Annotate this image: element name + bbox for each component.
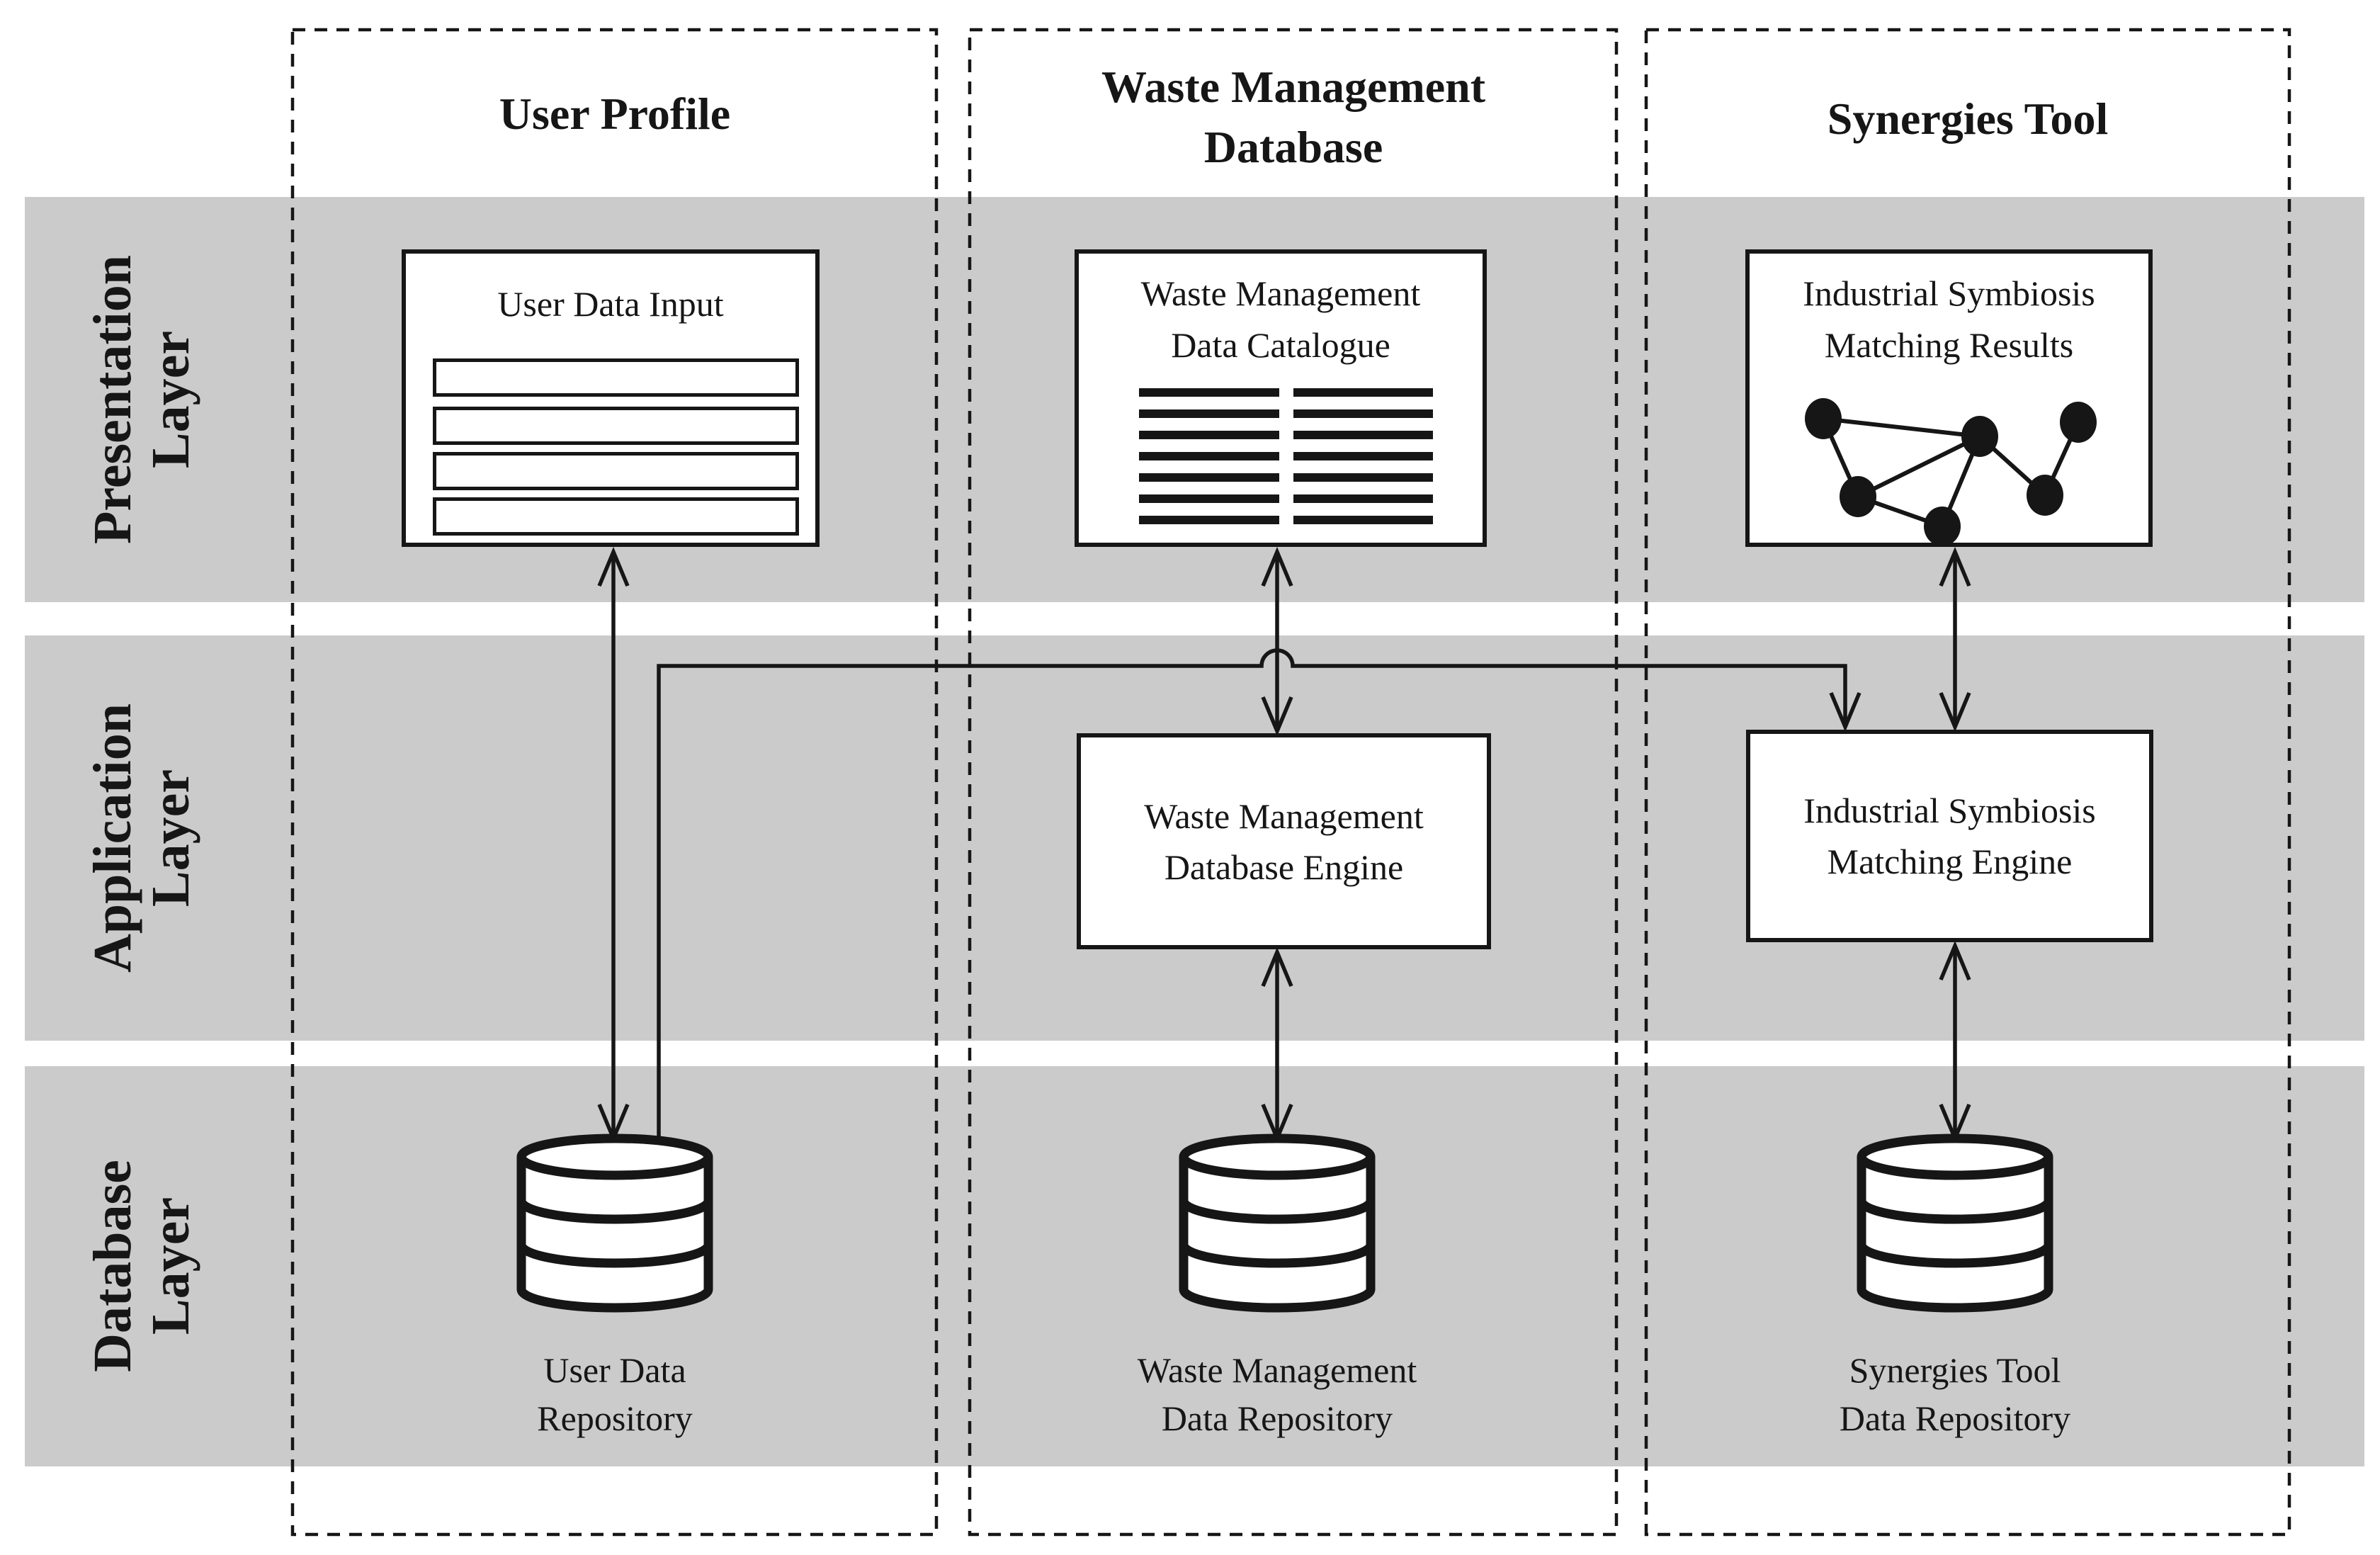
arrow-results-matching-engine	[1939, 546, 1971, 733]
input-field-bar	[433, 452, 799, 490]
repo-label-line: Synergies Tool	[1849, 1350, 2061, 1390]
box-title-line: Industrial Symbiosis	[1803, 791, 2096, 830]
wm-data-repository-label: Waste Management Data Repository	[1138, 1346, 1417, 1442]
repo-label-line: User Data	[543, 1350, 686, 1390]
user-repo-cylinder-icon	[516, 1133, 713, 1313]
arrow-matching-engine-repository	[1939, 940, 1971, 1144]
repo-label-line: Data Repository	[1839, 1398, 2071, 1438]
input-field-bar	[433, 358, 799, 397]
column-title-text: Waste Management	[1101, 62, 1486, 112]
arrow-user-input-repository	[597, 546, 630, 1144]
wm-repo-cylinder-icon	[1179, 1133, 1376, 1313]
layer-label-line: Application	[83, 703, 142, 973]
application-layer-label: Application Layer	[83, 703, 200, 973]
column-title-synergies-tool: Synergies Tool	[1828, 89, 2109, 149]
wm-data-catalogue-box: Waste Management Data Catalogue	[1075, 249, 1487, 547]
is-matching-engine-box: Industrial Symbiosis Matching Engine	[1746, 730, 2153, 942]
column-title-text: User Profile	[499, 89, 731, 139]
box-title-line: Database Engine	[1164, 847, 1404, 887]
box-title-line: Waste Management	[1144, 796, 1424, 836]
layer-label-line: Layer	[141, 330, 200, 469]
box-title-line: Matching Results	[1824, 325, 2074, 365]
layer-label-line: Presentation	[83, 254, 142, 545]
input-field-bar	[433, 407, 799, 445]
catalogue-lines-icon	[1293, 388, 1433, 524]
input-field-bar	[433, 497, 799, 536]
repo-label-line: Waste Management	[1137, 1350, 1417, 1390]
wm-data-catalogue-title: Waste Management Data Catalogue	[1079, 268, 1483, 371]
user-data-input-title: User Data Input	[497, 284, 724, 324]
is-matching-results-title: Industrial Symbiosis Matching Results	[1750, 268, 2148, 371]
is-matching-results-box: Industrial Symbiosis Matching Results	[1745, 249, 2153, 547]
user-data-repository-label: User Data Repository	[537, 1346, 692, 1442]
user-profile-column-border	[290, 28, 939, 1537]
database-layer-label: Database Layer	[83, 1160, 200, 1372]
layer-label-line: Database	[83, 1160, 142, 1372]
user-data-input-box: User Data Input	[402, 249, 820, 547]
wm-database-engine-box: Waste Management Database Engine	[1077, 733, 1491, 949]
network-graph-icon	[1805, 398, 2097, 546]
column-title-text: Database	[1203, 122, 1383, 172]
box-title-line: Waste Management	[1140, 273, 1421, 313]
column-title-user-profile: User Profile	[499, 84, 730, 144]
presentation-layer-label: Presentation Layer	[83, 254, 200, 545]
repo-label-line: Repository	[537, 1398, 693, 1438]
box-title-line: Matching Engine	[1827, 842, 2073, 881]
arrow-database-engine-repository	[1261, 946, 1293, 1144]
layer-label-line: Layer	[141, 769, 200, 907]
arrow-catalogue-database-engine	[1261, 546, 1293, 737]
column-title-text: Synergies Tool	[1827, 94, 2109, 144]
catalogue-lines-icon	[1139, 388, 1279, 524]
column-title-waste-management-database: Waste Management Database	[1101, 57, 1485, 177]
box-title-line: Data Catalogue	[1171, 325, 1390, 365]
box-title-line: Industrial Symbiosis	[1803, 273, 2095, 313]
repo-label-line: Data Repository	[1161, 1398, 1393, 1438]
synergies-repo-cylinder-icon	[1857, 1133, 2053, 1313]
synergies-tool-column-border	[1644, 28, 2291, 1537]
layer-label-line: Layer	[141, 1197, 200, 1335]
synergies-data-repository-label: Synergies Tool Data Repository	[1840, 1346, 2070, 1442]
